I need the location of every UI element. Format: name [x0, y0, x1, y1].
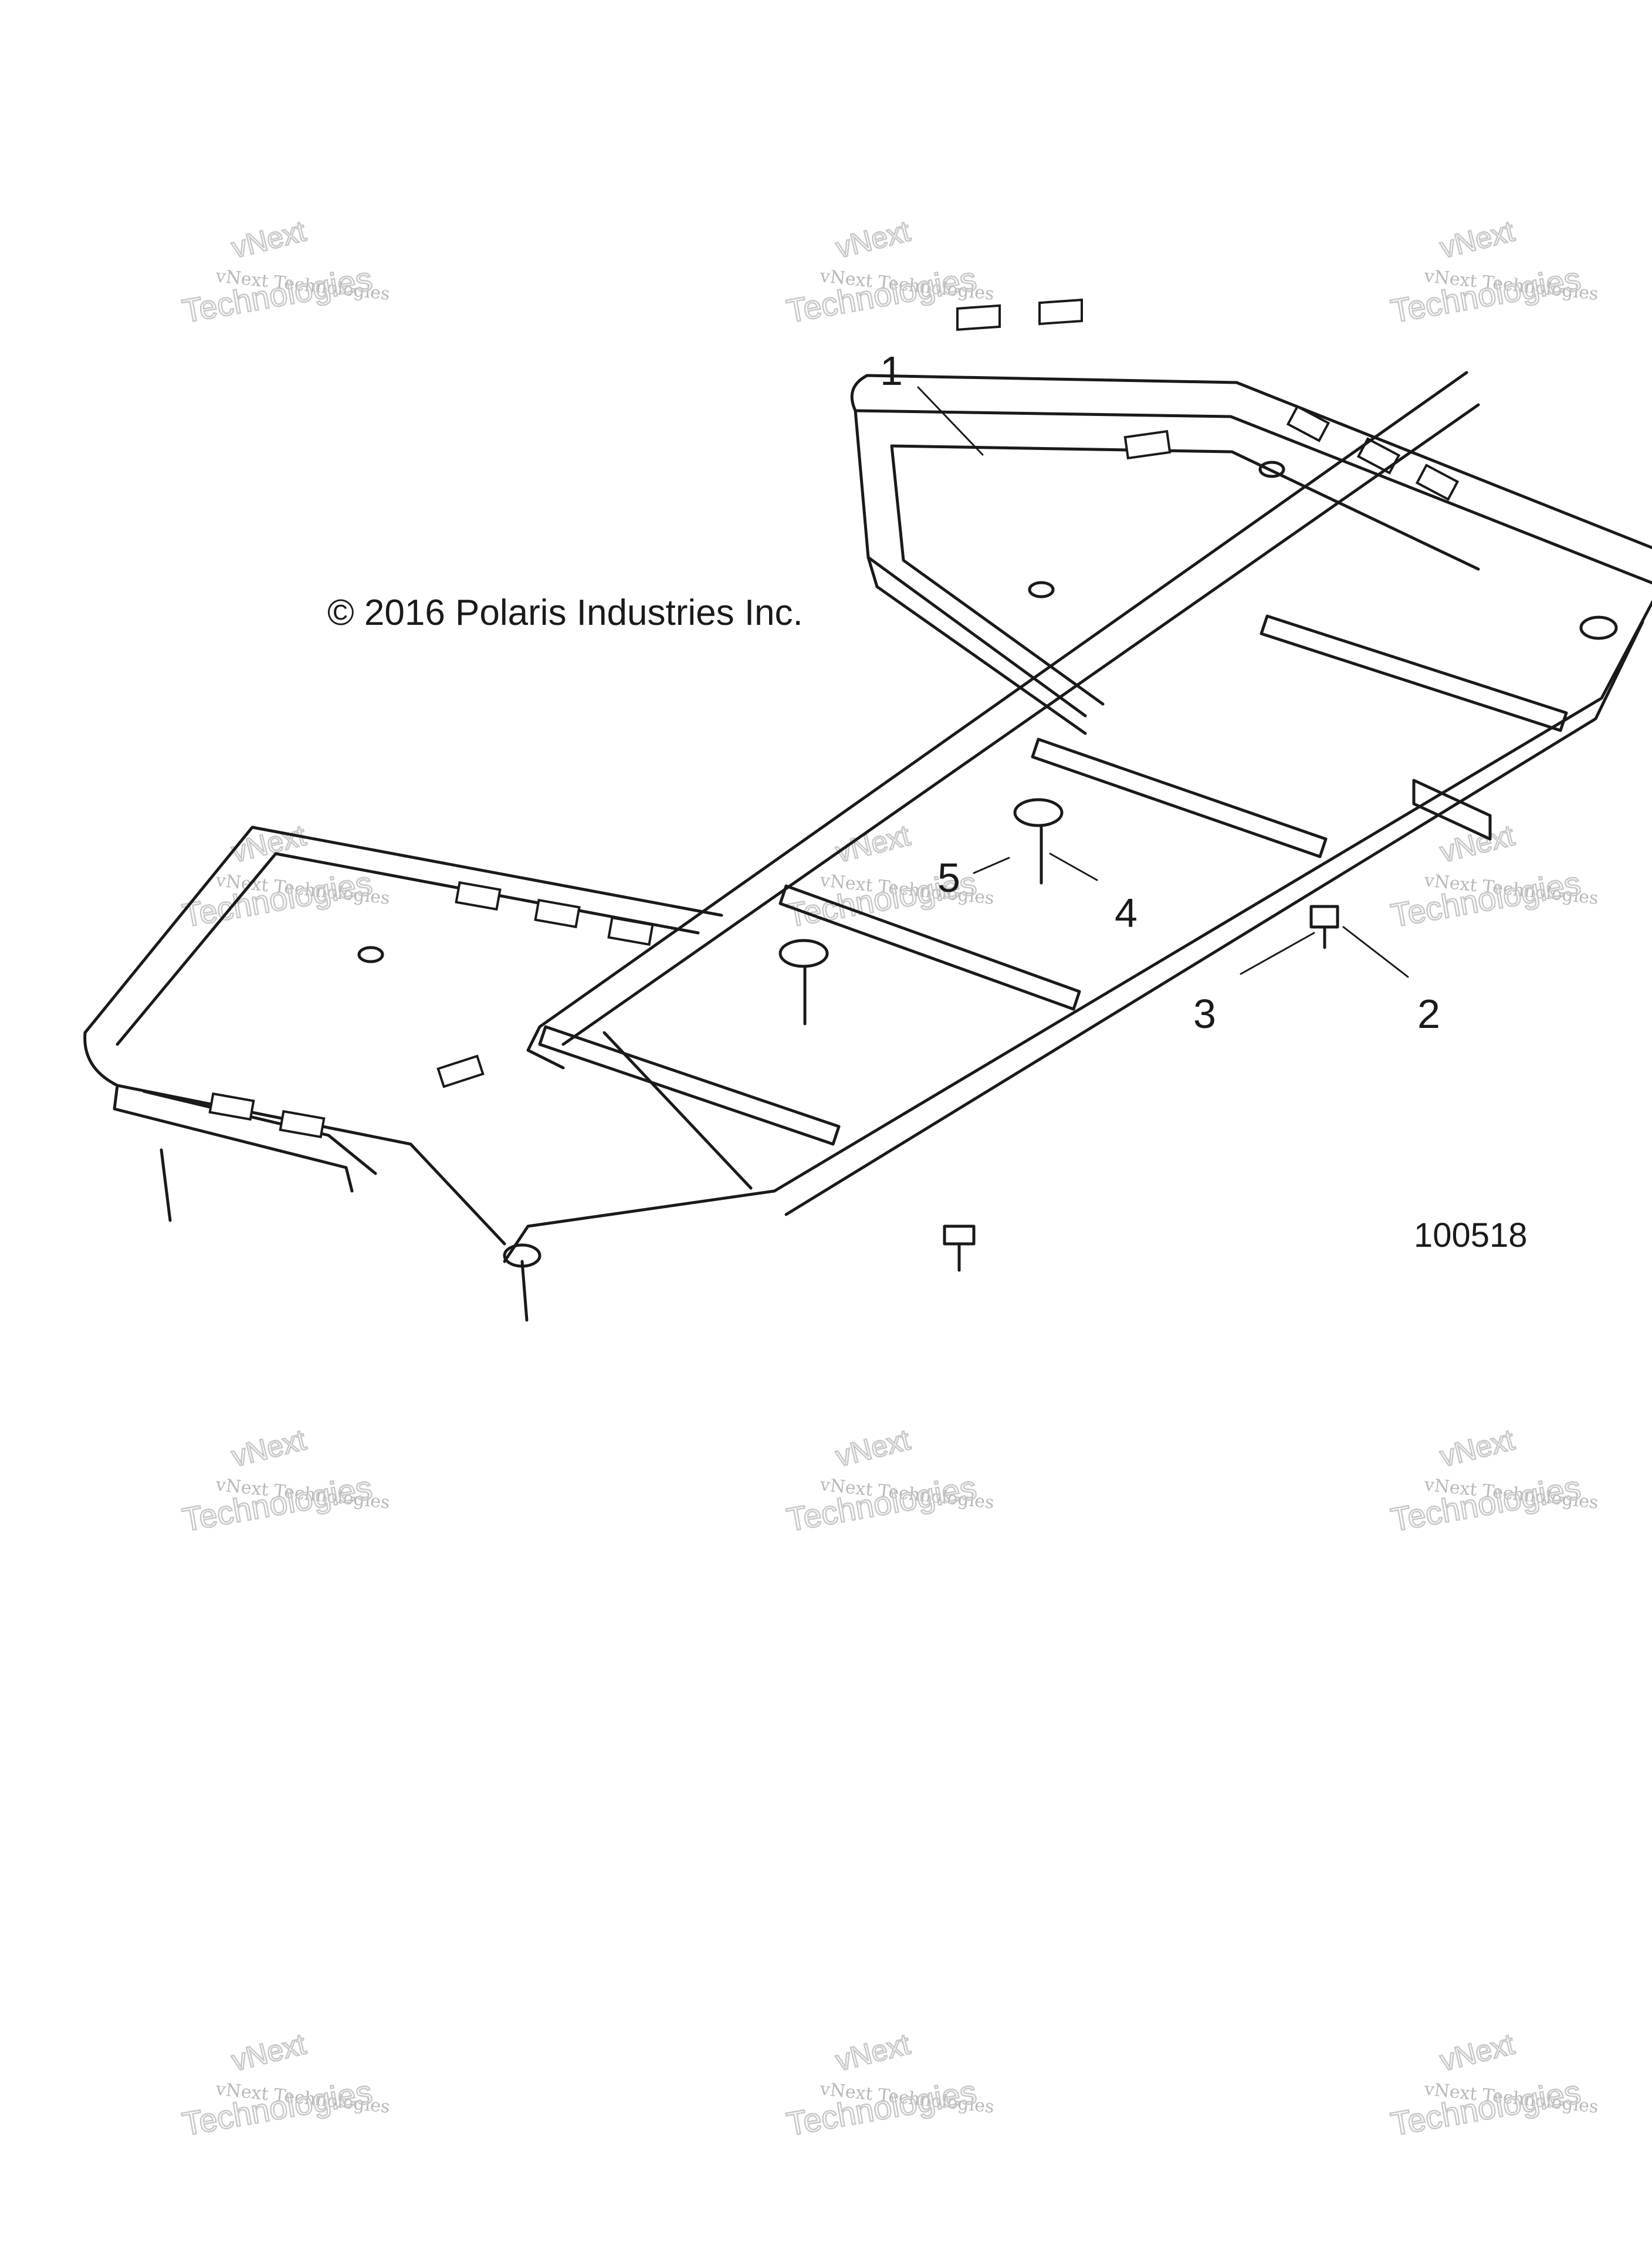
watermark-line3: Technologies: [784, 2073, 979, 2143]
watermark-line3: Technologies: [784, 1469, 979, 1538]
watermark-line3: Technologies: [1388, 260, 1583, 330]
watermark-line1: vNext: [228, 1423, 309, 1473]
callout-1: 1: [880, 348, 903, 394]
copyright-text: © 2016 Polaris Industries Inc.: [327, 593, 803, 633]
watermark-line1: vNext: [1437, 214, 1518, 264]
watermark-line3: Technologies: [180, 864, 375, 934]
watermark-line3: Technologies: [784, 260, 979, 330]
watermark-line1: vNext: [832, 1423, 913, 1473]
watermark-line3: Technologies: [1388, 2073, 1583, 2143]
diagram-number: 100518: [1414, 1216, 1528, 1254]
watermark-line1: vNext: [1437, 2027, 1518, 2077]
callout-2: 2: [1417, 991, 1440, 1037]
watermark-line3: Technologies: [180, 1469, 375, 1538]
callout-4: 4: [1115, 890, 1138, 936]
cross-brackets: [538, 614, 1568, 1146]
watermark-line3: Technologies: [1388, 1469, 1583, 1538]
watermark-line1: vNext: [832, 2027, 913, 2077]
watermark-line1: vNext: [228, 2027, 309, 2077]
callout-3: 3: [1193, 991, 1216, 1037]
lower-rack-basket: [83, 826, 723, 1322]
watermark-line3: Technologies: [180, 2073, 375, 2143]
watermark-line1: vNext: [1437, 818, 1518, 868]
main-frame: [503, 371, 1652, 1263]
upper-rack-basket: [850, 298, 1652, 735]
watermark-line1: vNext: [1437, 1423, 1518, 1473]
bolts: [803, 826, 1043, 1026]
rack-drawing: [83, 298, 1652, 1322]
watermark-line3: Technologies: [1388, 864, 1583, 934]
watermark-line1: vNext: [228, 214, 309, 264]
callout-5: 5: [937, 855, 960, 901]
watermark-line1: vNext: [832, 214, 913, 264]
leader-lines: [917, 386, 1409, 978]
watermark-line3: Technologies: [180, 260, 375, 330]
underside-clips: [943, 905, 1339, 1272]
